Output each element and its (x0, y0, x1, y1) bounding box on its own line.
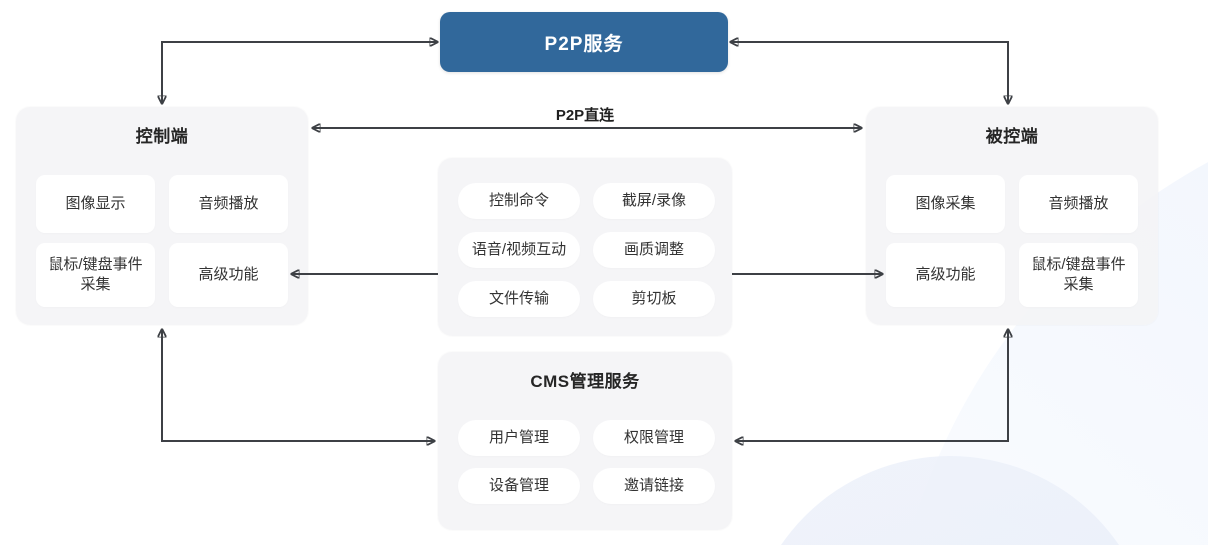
pill-clipboard: 剪切板 (593, 281, 715, 317)
panel-controller-title: 控制端 (135, 127, 189, 146)
pill-image-quality-adjust: 画质调整 (593, 232, 715, 268)
card-image-display: 图像显示 (36, 175, 155, 233)
pill-device-management: 设备管理 (458, 468, 580, 504)
pill-screenshot-recording: 截屏/录像 (593, 183, 715, 219)
card-image-capture: 图像采集 (886, 175, 1005, 233)
pill-user-management: 用户管理 (458, 420, 580, 456)
card-mouse-keyboard-capture: 鼠标/键盘事件采集 (1019, 243, 1138, 307)
card-advanced-features: 高级功能 (886, 243, 1005, 307)
panel-controller: 控制端 图像显示 音频播放 鼠标/键盘事件采集 高级功能 (16, 107, 308, 325)
connector-p2p-controller (162, 42, 437, 103)
pill-invite-link: 邀请链接 (593, 468, 715, 504)
card-advanced-features: 高级功能 (169, 243, 288, 307)
card-audio-playback: 音频播放 (169, 175, 288, 233)
pill-control-commands: 控制命令 (458, 183, 580, 219)
card-audio-playback: 音频播放 (1019, 175, 1138, 233)
node-p2p-service: P2P服务 (440, 12, 728, 72)
panel-controlled-title: 被控端 (985, 127, 1039, 146)
connector-p2p-controlled (731, 42, 1008, 103)
card-mouse-keyboard-capture: 鼠标/键盘事件采集 (36, 243, 155, 307)
panel-session-features: 控制命令 截屏/录像 语音/视频互动 画质调整 文件传输 剪切板 (438, 158, 732, 336)
p2p-direct-label: P2P直连 (555, 107, 615, 124)
pill-permission-management: 权限管理 (593, 420, 715, 456)
connector-cms-controller (162, 330, 434, 441)
panel-controlled: 被控端 图像采集 音频播放 高级功能 鼠标/键盘事件采集 (866, 107, 1158, 325)
pill-file-transfer: 文件传输 (458, 281, 580, 317)
panel-cms: CMS管理服务 用户管理 权限管理 设备管理 邀请链接 (438, 352, 732, 530)
node-p2p-service-label: P2P服务 (544, 33, 624, 55)
panel-cms-title: CMS管理服务 (530, 372, 640, 391)
pill-voice-video-interaction: 语音/视频互动 (458, 232, 580, 268)
